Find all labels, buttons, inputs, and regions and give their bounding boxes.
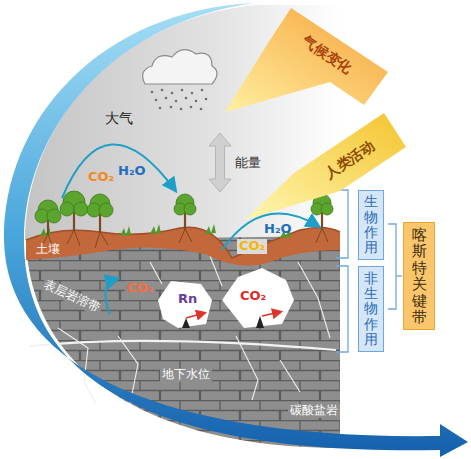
cave-arrow bbox=[186, 313, 204, 318]
gas-label: CO₂ bbox=[125, 281, 155, 296]
vertical-label: 喀斯特关键带 bbox=[412, 227, 427, 326]
process-box: 非生物作用 bbox=[358, 266, 384, 352]
soil-top bbox=[26, 227, 340, 258]
gas-label: H₂O bbox=[264, 222, 292, 237]
cycle-arrow bbox=[4, 3, 468, 457]
lightning-bolt: 气候变化 bbox=[225, 8, 390, 120]
gas-label: Rn bbox=[178, 292, 197, 307]
flux-arrow bbox=[105, 279, 117, 314]
gas-label: CO₂ bbox=[237, 239, 267, 254]
rock-label: 碳酸盐岩 bbox=[288, 404, 340, 418]
zone-box: 喀斯特关键带 bbox=[403, 222, 435, 330]
water-table-line bbox=[30, 341, 336, 350]
cave-arrow bbox=[262, 312, 280, 316]
layer-label: 地下水位 bbox=[160, 368, 212, 382]
flux-arrow bbox=[62, 144, 175, 198]
layer-label: 土壤 bbox=[34, 243, 62, 257]
process-box: 生物作用 bbox=[358, 190, 384, 260]
vertical-label: 非生物作用 bbox=[364, 271, 378, 348]
energy-label: 能量 bbox=[235, 156, 261, 171]
energy-arrow bbox=[209, 133, 231, 192]
caves bbox=[158, 268, 294, 328]
lightning-bolt: 人类活动 bbox=[245, 112, 410, 222]
soil-layer bbox=[26, 227, 340, 265]
cloud bbox=[143, 50, 217, 111]
gas-label: CO₂ bbox=[240, 289, 266, 304]
gas-label: CO₂ bbox=[88, 170, 114, 185]
bolt-shape bbox=[225, 8, 390, 120]
vertical-label: 生物作用 bbox=[364, 194, 378, 256]
gas-label: H₂O bbox=[118, 164, 146, 179]
bolt-outline bbox=[225, 8, 388, 112]
grass bbox=[40, 224, 291, 238]
bracket bbox=[336, 190, 402, 352]
zone-label: 大气 bbox=[105, 110, 133, 126]
